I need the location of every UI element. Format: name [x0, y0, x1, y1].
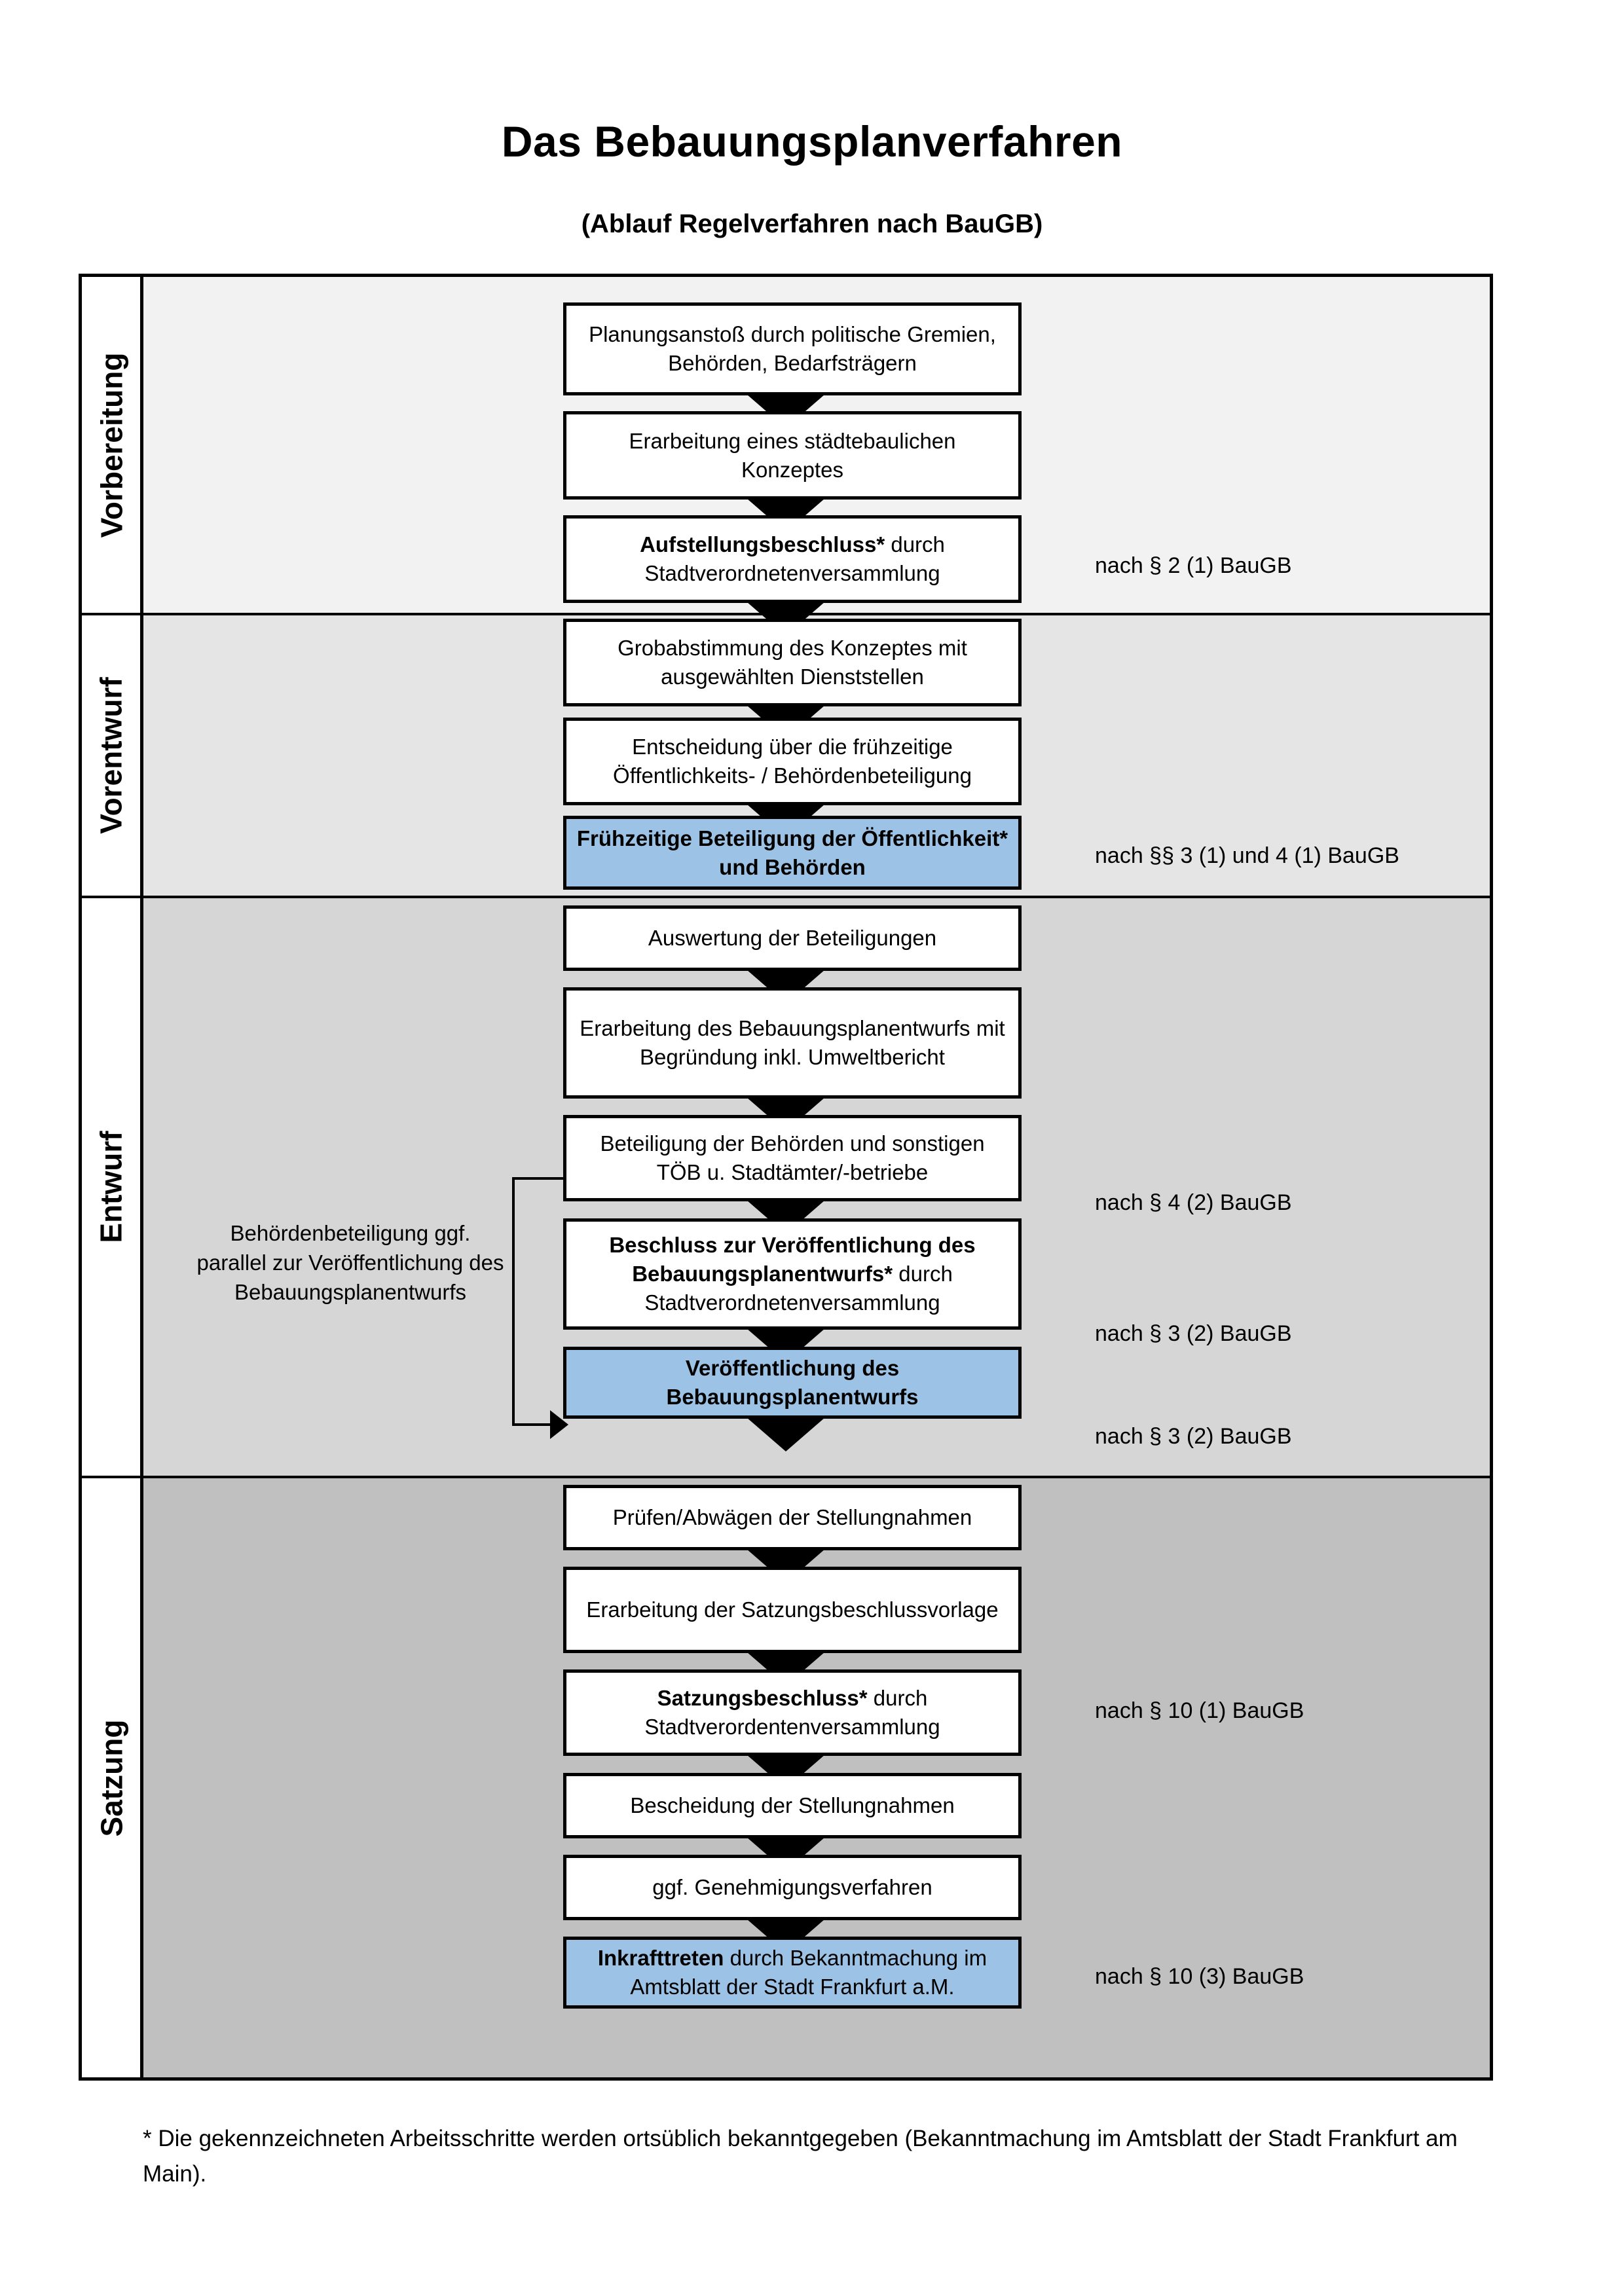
phase-rail-divider: [140, 274, 143, 2081]
step-box-inkrafttreten[interactable]: Inkrafttreten durch Bekanntmachung im Am…: [563, 1937, 1022, 2009]
side-note-parallel-process: Behördenbeteiligung ggf. parallel zur Ve…: [196, 1221, 504, 1304]
legal-ref-inkrafttreten: nach § 10 (3) BauGB: [1095, 1964, 1304, 1989]
step-box-genehmigungsverfahren[interactable]: ggf. Genehmigungsverfahren: [563, 1855, 1022, 1920]
phase-label-text: Vorbereitung: [94, 352, 129, 538]
flow-arrow-down-icon: [747, 1417, 825, 1451]
step-box-beteiligung-behoerden[interactable]: Beteiligung der Behörden und sonstigen T…: [563, 1115, 1022, 1201]
legal-ref-beteiligung-behoerden: nach § 4 (2) BauGB: [1095, 1190, 1292, 1215]
step-box-fruehzeitige-beteiligung[interactable]: Frühzeitige Beteiligung der Öffentlichke…: [563, 816, 1022, 890]
step-box-erarbeitung-entwurf[interactable]: Erarbeitung des Bebauungsplanentwurfs mi…: [563, 987, 1022, 1099]
parallel-connector-arrowhead-icon: [550, 1410, 568, 1439]
step-box-planungsanstoss[interactable]: Planungsanstoß durch politische Gremien,…: [563, 302, 1022, 395]
phase-label-text: Vorentwurf: [94, 677, 128, 834]
legal-ref-veroeffentlichung: nach § 3 (2) BauGB: [1095, 1424, 1292, 1449]
chart-frame: [79, 274, 1493, 2081]
parallel-connector-bottom-segment: [512, 1423, 553, 1426]
phase-label-entwurf: Entwurf: [82, 898, 141, 1476]
step-box-konzept[interactable]: Erarbeitung eines städtebaulichen Konzep…: [563, 411, 1022, 500]
step-box-pruefen-abwaegen[interactable]: Prüfen/Abwägen der Stellungnahmen: [563, 1485, 1022, 1550]
step-box-entscheidung-fruehzeitig[interactable]: Entscheidung über die frühzeitige Öffent…: [563, 718, 1022, 805]
parallel-connector-vertical-segment: [512, 1177, 515, 1426]
phase-label-text: Entwurf: [94, 1131, 129, 1243]
step-box-satzungsbeschluss[interactable]: Satzungsbeschluss* durch Stadtverordente…: [563, 1669, 1022, 1756]
phase-label-vorentwurf: Vorentwurf: [82, 615, 141, 896]
page-subtitle: (Ablauf Regelverfahren nach BauGB): [581, 210, 1043, 238]
step-box-bescheidung[interactable]: Bescheidung der Stellungnahmen: [563, 1773, 1022, 1838]
step-box-beschluss-veroeffentlichung[interactable]: Beschluss zur Veröffentlichung des Bebau…: [563, 1218, 1022, 1330]
phase-separator-3: [82, 1476, 1490, 1478]
phase-label-vorbereitung: Vorbereitung: [82, 277, 141, 613]
legal-ref-aufstellungsbeschluss: nach § 2 (1) BauGB: [1095, 553, 1292, 578]
step-box-satzungsbeschlussvorlage[interactable]: Erarbeitung der Satzungsbeschlussvorlage: [563, 1567, 1022, 1653]
legal-ref-satzungsbeschluss: nach § 10 (1) BauGB: [1095, 1698, 1304, 1723]
page-title: Das Bebauungsplanverfahren: [501, 117, 1123, 166]
phase-separator-2: [82, 896, 1490, 898]
step-box-grobabstimmung[interactable]: Grobabstimmung des Konzeptes mit ausgewä…: [563, 619, 1022, 706]
legal-ref-beschluss-veroeffentlichung: nach § 3 (2) BauGB: [1095, 1321, 1292, 1346]
footnote: * Die gekennzeichneten Arbeitsschritte w…: [143, 2126, 1458, 2187]
phase-label-satzung: Satzung: [82, 1478, 141, 2077]
phase-label-text: Satzung: [94, 1719, 129, 1836]
parallel-connector-top-segment: [512, 1177, 564, 1180]
step-box-auswertung[interactable]: Auswertung der Beteiligungen: [563, 905, 1022, 971]
step-box-veroeffentlichung[interactable]: Veröffentlichung des Bebauungsplanentwur…: [563, 1347, 1022, 1419]
step-box-aufstellungsbeschluss[interactable]: Aufstellungsbeschluss* durch Stadtverord…: [563, 515, 1022, 603]
legal-ref-fruehzeitige-beteiligung: nach §§ 3 (1) und 4 (1) BauGB: [1095, 843, 1399, 868]
